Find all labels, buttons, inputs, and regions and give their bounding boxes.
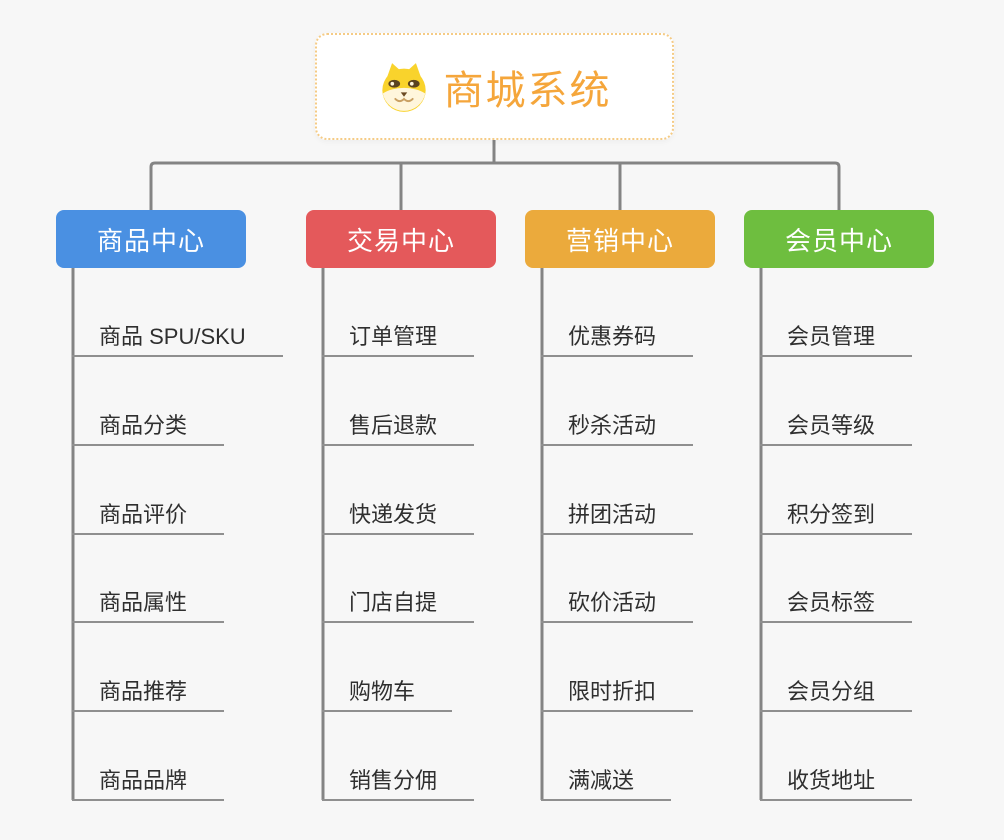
- leaf-node[interactable]: 商品属性: [72, 588, 225, 623]
- leaf-node[interactable]: 订单管理: [322, 322, 475, 357]
- leaf-node[interactable]: 秒杀活动: [541, 411, 694, 446]
- branch-node-2[interactable]: 营销中心: [525, 210, 715, 268]
- leaf-node[interactable]: 门店自提: [322, 588, 475, 623]
- leaf-node[interactable]: 售后退款: [322, 411, 475, 446]
- leaf-node[interactable]: 限时折扣: [541, 677, 694, 712]
- leaf-node[interactable]: 购物车: [322, 677, 453, 712]
- leaf-node[interactable]: 收货地址: [760, 766, 913, 801]
- leaf-node[interactable]: 会员标签: [760, 588, 913, 623]
- leaf-node[interactable]: 商品 SPU/SKU: [72, 322, 283, 357]
- leaf-node[interactable]: 商品评价: [72, 500, 225, 535]
- leaf-node[interactable]: 满减送: [541, 766, 672, 801]
- leaf-node[interactable]: 砍价活动: [541, 588, 694, 623]
- leaf-node[interactable]: 积分签到: [760, 500, 913, 535]
- leaf-node[interactable]: 会员分组: [760, 677, 913, 712]
- shiba-dog-icon: [381, 62, 426, 112]
- leaf-node[interactable]: 商品分类: [72, 411, 225, 446]
- branch-node-1[interactable]: 交易中心: [306, 210, 496, 268]
- branch-node-0[interactable]: 商品中心: [56, 210, 246, 268]
- leaf-node[interactable]: 商品推荐: [72, 677, 225, 712]
- leaf-node[interactable]: 优惠券码: [541, 322, 694, 357]
- branch-node-3[interactable]: 会员中心: [744, 210, 934, 268]
- leaf-node[interactable]: 会员等级: [760, 411, 913, 446]
- root-node-mall-system[interactable]: 商城系统: [315, 33, 674, 140]
- leaf-node[interactable]: 拼团活动: [541, 500, 694, 535]
- leaf-node[interactable]: 销售分佣: [322, 766, 475, 801]
- leaf-node[interactable]: 商品品牌: [72, 766, 225, 801]
- leaf-node[interactable]: 快递发货: [322, 500, 475, 535]
- leaf-node[interactable]: 会员管理: [760, 322, 913, 357]
- root-title: 商城系统: [443, 68, 612, 113]
